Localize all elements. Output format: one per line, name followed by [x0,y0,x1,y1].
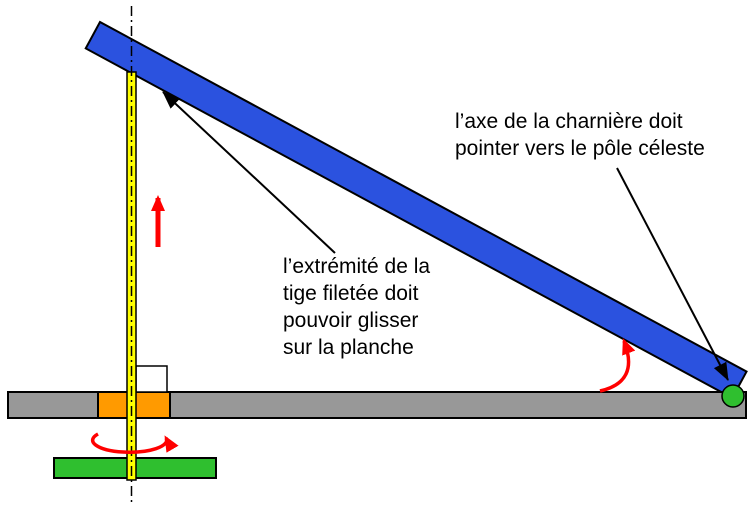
rod-note-pointer-arrow [162,91,336,254]
hinge-note-line-1: l’axe de la charnière doit [455,110,683,133]
rod-note-line-3: pouvoir glisser [283,309,418,332]
rod-note-line-4: sur la planche [283,336,414,359]
hinge-dot [721,384,745,408]
rod-note-line-1: l’extrémité de la [283,255,430,278]
spacer-block [135,365,168,393]
hinge-note-pointer-arrow [616,167,729,381]
inclined-plank [84,20,748,400]
plank-lift-arrow [599,338,636,393]
hinge-note-line-2: pointer vers le pôle céleste [455,137,705,160]
rod-note-line-2: tige filetée doit [283,282,419,305]
rotation-arrow [90,432,179,454]
